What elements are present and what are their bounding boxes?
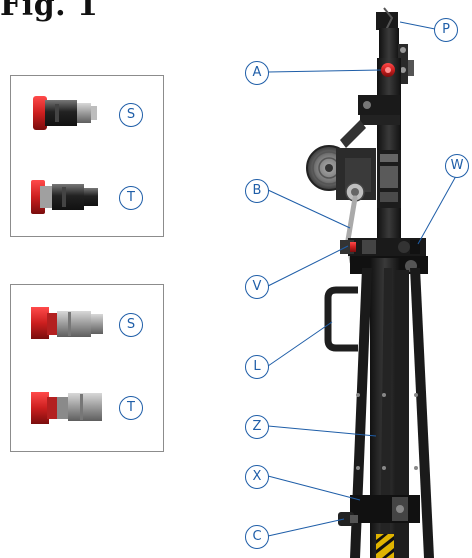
hazard-stripes <box>376 534 394 558</box>
callout-s-top: S <box>119 103 143 127</box>
mast-head <box>376 7 414 84</box>
callout-a: A <box>245 61 269 85</box>
figure-title: Fig. 1 <box>0 0 99 23</box>
callout-p: P <box>434 18 458 42</box>
winch <box>306 145 376 202</box>
carry-handle-l <box>324 286 358 352</box>
connector-t-bottom <box>31 392 102 424</box>
mast-collar <box>358 95 400 115</box>
lower-collar-x <box>350 495 420 523</box>
connector-s-top <box>33 96 97 130</box>
callout-b: B <box>245 179 269 203</box>
callout-t-top: T <box>119 186 143 210</box>
connector-t-top <box>31 180 98 214</box>
mast-outer-tube <box>395 270 409 558</box>
winch-arm <box>340 120 366 148</box>
tripod-legs <box>350 268 434 558</box>
callout-x: X <box>245 465 269 489</box>
callout-z: Z <box>245 415 269 439</box>
callout-c: C <box>245 525 269 549</box>
callout-w: W <box>445 154 469 178</box>
callout-l: L <box>245 355 269 379</box>
callout-s-bottom: S <box>119 313 143 337</box>
callout-v: V <box>245 275 269 299</box>
connector-s-bottom <box>31 307 103 339</box>
leader-lines <box>267 21 457 537</box>
callout-t-bottom: T <box>119 396 143 420</box>
